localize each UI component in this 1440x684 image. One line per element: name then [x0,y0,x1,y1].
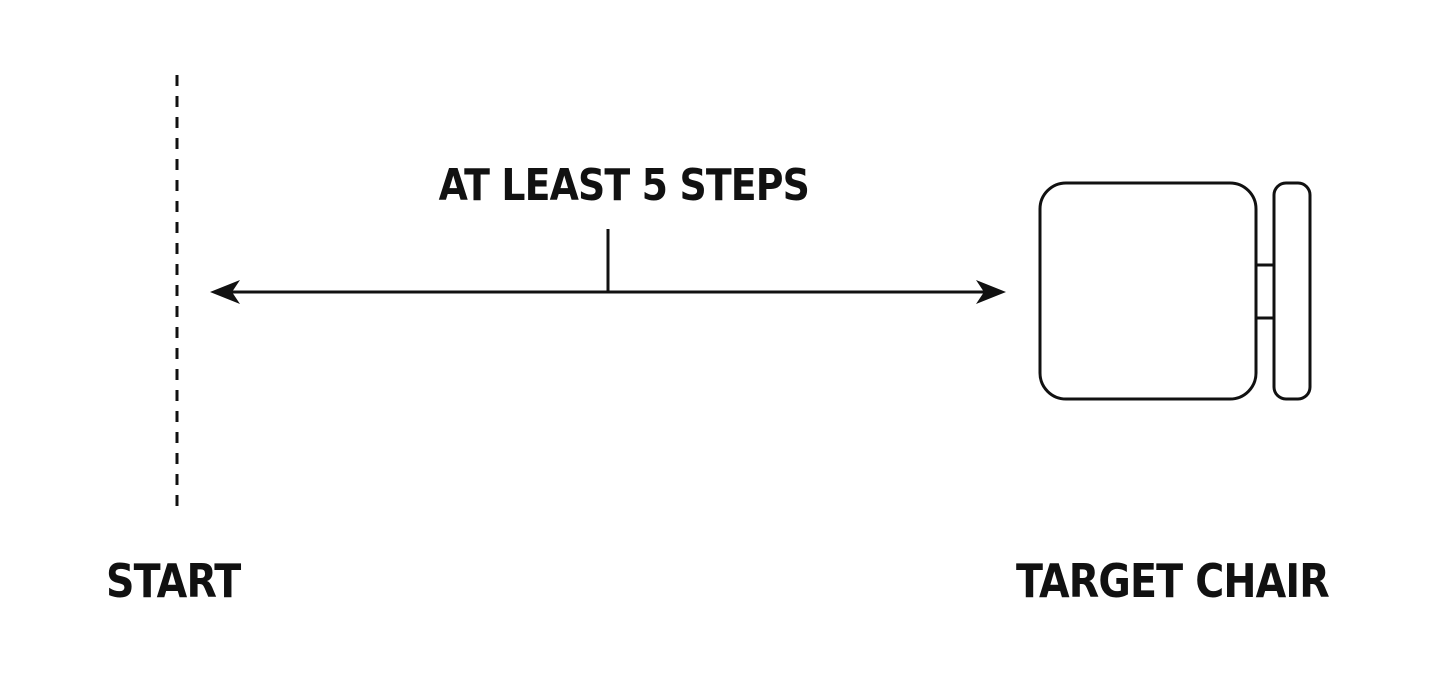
chair-top-view-icon [1038,181,1312,401]
chair-backrest [1272,181,1312,401]
arrow-head-right [976,280,1006,304]
distance-label: AT LEAST 5 STEPS [438,160,810,211]
arrow-head-left [210,280,240,304]
start-label: START [106,554,241,608]
distance-arrow [210,229,1006,304]
chair-seat [1038,181,1258,401]
target-chair-label: TARGET CHAIR [1016,554,1330,608]
